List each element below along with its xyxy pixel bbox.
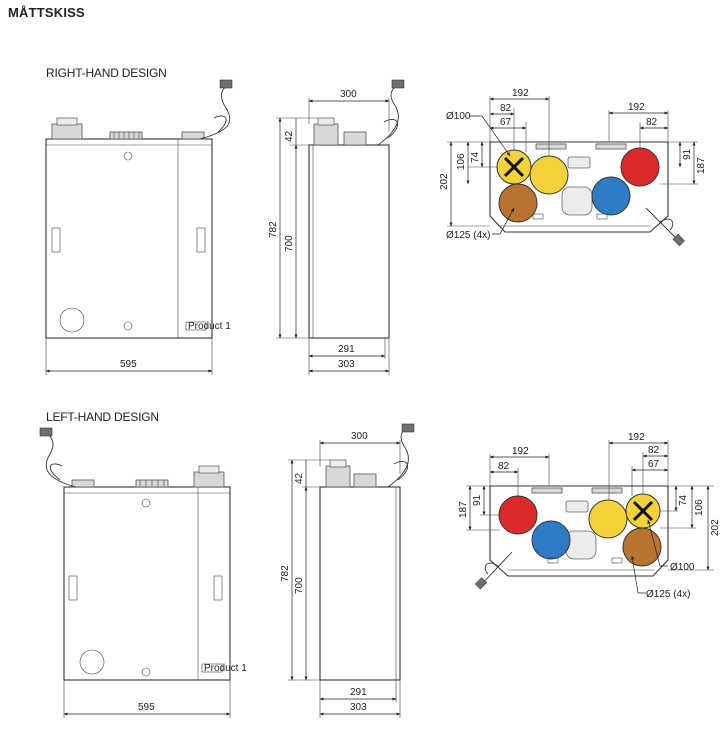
rh-top-port-yellow (529, 155, 569, 195)
rh-front-view: Product 1 595 (45, 79, 233, 375)
lh-front-view: Product 1 595 (39, 427, 247, 718)
lh-top-h74: 74 (678, 494, 689, 506)
lh-top-dia125: Ø125 (4x) (646, 589, 690, 600)
rh-side-height-total: 782 (268, 221, 279, 238)
lh-side-height-total: 782 (280, 565, 291, 582)
rh-top-d192a: 192 (512, 88, 529, 99)
lh-top-d67: 67 (648, 459, 660, 470)
lh-side-depth-total: 303 (350, 702, 367, 713)
rh-top-h187: 187 (696, 157, 707, 174)
lh-top-d82b: 82 (648, 445, 660, 456)
power-cord-icon (645, 207, 685, 247)
lh-top-dia100: Ø100 (670, 562, 695, 573)
lh-side-top-offset: 42 (294, 472, 305, 484)
rh-side-top: 300 (340, 89, 357, 100)
power-cord-icon (474, 551, 513, 590)
rh-front-label: Product 1 (188, 321, 231, 332)
rh-top-h106: 106 (456, 153, 467, 170)
rh-side-view: 300 782 700 42 291 303 (268, 79, 405, 375)
lh-top-view: 192 82 192 82 67 187 91 74 106 202 Ø100 (458, 432, 720, 600)
left-hand-title: LEFT-HAND DESIGN (46, 410, 159, 424)
lh-top-d192a: 192 (512, 446, 529, 457)
rh-top-port-red (620, 147, 660, 187)
rh-side-depth-total: 303 (338, 359, 355, 370)
lh-top-d82a: 82 (498, 461, 510, 472)
rh-top-port-brown (498, 183, 538, 223)
rh-front-spigot-mid (109, 131, 143, 140)
lh-front-label: Product 1 (204, 663, 247, 674)
lh-top-port-yellow (588, 499, 628, 539)
rh-top-h91: 91 (682, 148, 693, 160)
rh-top-d82b: 82 (646, 117, 658, 128)
rh-top-d67: 67 (500, 117, 512, 128)
rh-top-d82a: 82 (500, 103, 512, 114)
rh-side-depth-body: 291 (338, 344, 355, 355)
lh-top-h91: 91 (472, 494, 483, 506)
rh-top-h74: 74 (470, 151, 481, 163)
lh-front-width: 595 (138, 702, 155, 713)
rh-top-dia100: Ø100 (446, 111, 471, 122)
power-cord-icon (39, 427, 77, 488)
rh-top-dia125: Ø125 (4x) (446, 230, 490, 241)
rh-top-view: 192 82 67 192 82 Ø100 202 106 74 91 187 … (439, 88, 707, 247)
right-hand-title: RIGHT-HAND DESIGN (46, 66, 167, 80)
lh-side-depth-body: 291 (350, 687, 367, 698)
x-mark-icon (632, 500, 654, 522)
power-cord-icon (199, 79, 233, 140)
rh-front-spigot-left (51, 123, 83, 140)
rh-side-height-body: 700 (284, 235, 295, 252)
rh-top-port-blue (591, 176, 631, 216)
lh-side-height-body: 700 (294, 577, 305, 594)
lh-top-h106: 106 (694, 499, 705, 516)
rh-top-h202: 202 (439, 173, 450, 190)
x-mark-icon (503, 156, 525, 178)
lh-top-d192b: 192 (628, 432, 645, 443)
lh-top-h187: 187 (458, 501, 469, 518)
lh-top-h202: 202 (710, 519, 720, 536)
power-cord-icon (387, 423, 415, 488)
rh-top-filter (561, 186, 593, 216)
rh-side-top-offset: 42 (284, 130, 295, 142)
lh-side-top: 300 (351, 431, 368, 442)
lh-top-port-red (498, 495, 538, 535)
rh-front-width: 595 (120, 359, 137, 370)
page-title: MÅTTSKISS (8, 5, 85, 20)
power-cord-icon (377, 79, 405, 146)
rh-top-d192b: 192 (628, 102, 645, 113)
lh-top-port-blue (531, 520, 571, 560)
lh-side-view: 300 782 700 42 291 303 (280, 423, 415, 718)
